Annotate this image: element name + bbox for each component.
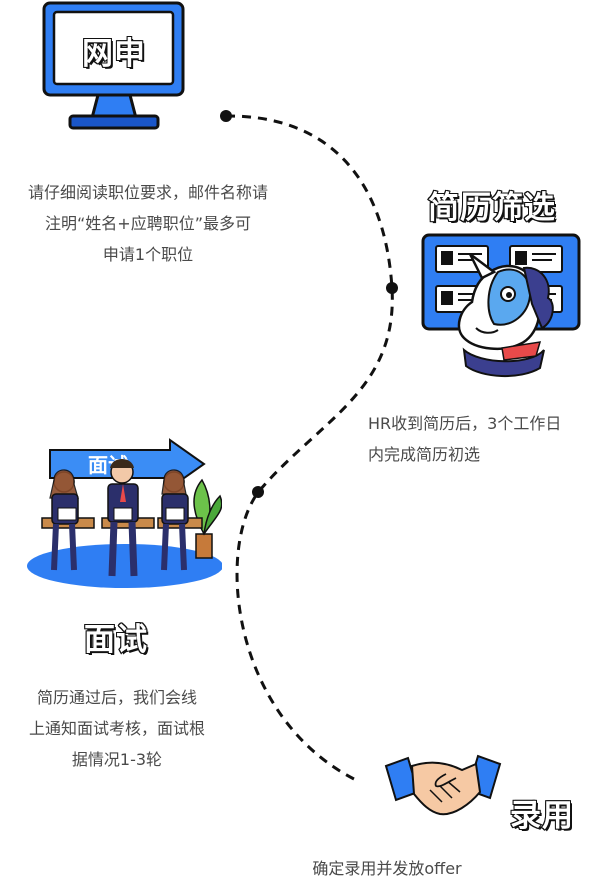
path-node-3 <box>252 486 264 498</box>
step-title-hire: 录用 <box>509 797 574 835</box>
monitor-icon <box>42 1 185 130</box>
step-desc-online-apply: 请仔细阅读职位要求，邮件名称请 注明“姓名+应聘职位”最多可 申请1个职位 <box>0 177 298 270</box>
desc-line: 请仔细阅读职位要求，邮件名称请 <box>27 183 268 202</box>
desc-line: 内完成简历初选 <box>368 445 481 464</box>
path-node-2 <box>386 282 398 294</box>
desc-line: 上通知面试考核，面试根 <box>28 719 205 738</box>
step-title-online-apply: 网申 <box>81 35 146 73</box>
desc-line: 确定录用并发放offer <box>312 859 462 878</box>
step-title-resume-screening: 简历筛选 <box>427 189 556 227</box>
path-node-1 <box>220 110 232 122</box>
unicorn-mascot-icon <box>457 253 554 377</box>
step-desc-hire: 确定录用并发放offer <box>282 853 492 884</box>
desc-line: 注明“姓名+应聘职位”最多可 <box>45 214 251 233</box>
step-title-interview: 面试 <box>83 621 148 659</box>
desc-line: 据情况1-3轮 <box>71 750 163 769</box>
interview-candidates-icon: 面试 <box>27 438 222 588</box>
desc-line: 申请1个职位 <box>102 245 194 264</box>
step-desc-resume-screening: HR收到简历后，3个工作日 内完成简历初选 <box>368 408 605 470</box>
desc-line: HR收到简历后，3个工作日 <box>368 414 562 433</box>
desc-line: 简历通过后，我们会线 <box>36 688 197 707</box>
handshake-icon <box>384 754 502 816</box>
step-desc-interview: 简历通过后，我们会线 上通知面试考核，面试根 据情况1-3轮 <box>0 682 237 775</box>
dashed-connector <box>225 114 394 784</box>
resume-board-with-mascot-icon <box>421 233 581 377</box>
